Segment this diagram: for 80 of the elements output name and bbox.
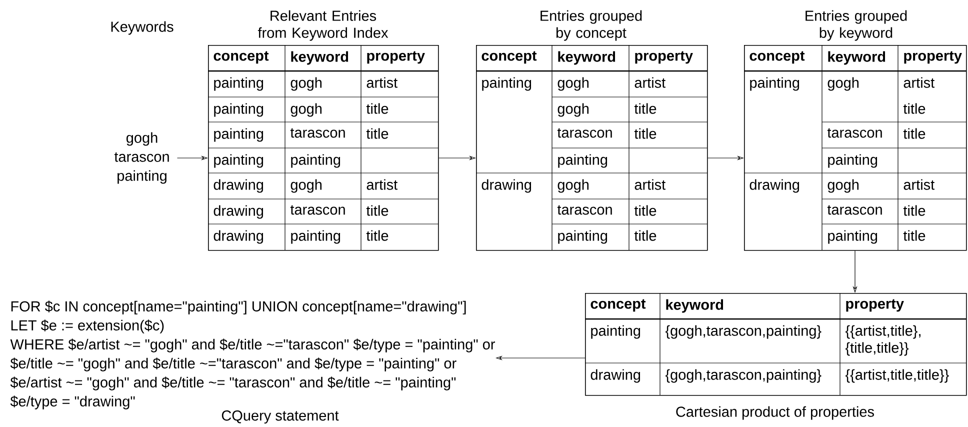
cell-text: painting [214,103,264,117]
cell-text: title [366,103,388,114]
keyword-list: gogh tarascon painting [114,132,169,184]
table-title: Entries grouped by keyword [806,10,907,41]
cell-text: title [366,230,388,241]
cell-text: painting [482,77,532,91]
column-header: concept [750,51,805,64]
heading: Keywords [111,21,174,35]
cell-text: painting [214,154,264,168]
statement-title: CQuery statement [222,410,339,424]
cell-text: gogh [558,103,588,117]
cell-text: painting [214,128,264,142]
table-title: Relevant Entries from Keyword Index [258,10,388,41]
cell-text: drawing [590,369,640,383]
cell-text: painting [291,230,340,244]
cell-text: {gogh,tarascon,painting} [665,369,822,383]
code-line: $e/title ~= "gogh" and $e/title ~="tarascon" and $e/type = "painting" or [10,358,456,372]
cell-text: gogh [290,103,322,117]
cell-text: painting [291,154,340,168]
column-header: concept [214,51,269,64]
code-line: WHERE $e/artist ~= "gogh" and $e/title ~="tarascon" $e/type = "painting" or [10,338,495,352]
cell-text: painting [828,230,878,244]
cell-text: drawing [214,205,264,219]
cell-text: artist [904,77,935,88]
table-title: Entries grouped by concept [540,10,642,41]
code-line: $e/artist ~= "gogh" and $e/title ~= "tarascon" and $e/title ~= "painting" [10,376,456,390]
cell-text: gogh [558,179,588,193]
column-header: keyword [558,51,616,65]
column-header: property [635,51,693,64]
cell-text: title [903,128,926,139]
column-header: keyword [828,51,886,65]
cell-text: drawing [214,179,264,193]
cell-text: painting [558,154,608,168]
cell-text: tarascon [557,128,612,138]
column-header: property [846,299,904,312]
column-header: keyword [291,51,348,65]
cell-text: drawing [214,230,264,244]
cell-text: title [366,128,388,139]
column-header: keyword [666,299,724,313]
code-line: FOR $c IN concept[name="painting"] UNION concept[name="drawing"] [11,300,466,314]
cell-text: painting [750,77,800,91]
cell-text: {{artist,title}, {title,title}} [845,325,920,356]
cell-text: painting [828,154,878,168]
table-title: Cartesian product of properties [676,406,874,420]
cell-text: artist [634,179,666,190]
cell-text: title [903,103,926,114]
cell-text: tarascon [827,205,882,215]
code-line: LET $e := extension($c) [11,320,164,334]
cell-text: artist [366,77,398,88]
cell-text: tarascon [290,205,345,215]
cell-text: artist [634,77,666,88]
cell-text: title [634,230,656,241]
cell-text: {gogh,tarascon,painting} [665,325,822,339]
cell-text: gogh [828,77,858,91]
cell-text: artist [366,179,398,190]
column-header: property [904,51,962,64]
cell-text: title [634,205,656,216]
cell-text: tarascon [290,128,345,138]
cell-text: gogh [290,77,322,91]
cell-text: gogh [290,179,322,193]
cell-text: tarascon [827,128,882,138]
column-header: concept [482,51,537,64]
cell-text: artist [904,179,935,190]
cell-text: title [903,205,926,216]
cell-text: painting [558,230,608,244]
cell-text: drawing [482,179,532,193]
code-line: $e/type = "drawing" [10,396,135,410]
cell-text: title [634,103,656,114]
cell-text: title [634,128,656,139]
cell-text: painting [214,77,264,91]
cell-text: {{artist,title,title}} [845,369,949,383]
cell-text: gogh [558,77,588,91]
column-header: property [367,51,425,64]
cell-text: title [366,205,388,216]
column-header: concept [590,299,646,312]
cell-text: gogh [828,179,858,193]
cell-text: painting [591,325,640,339]
cell-text: drawing [750,179,800,193]
cell-text: tarascon [557,205,612,215]
cell-text: title [903,230,926,241]
